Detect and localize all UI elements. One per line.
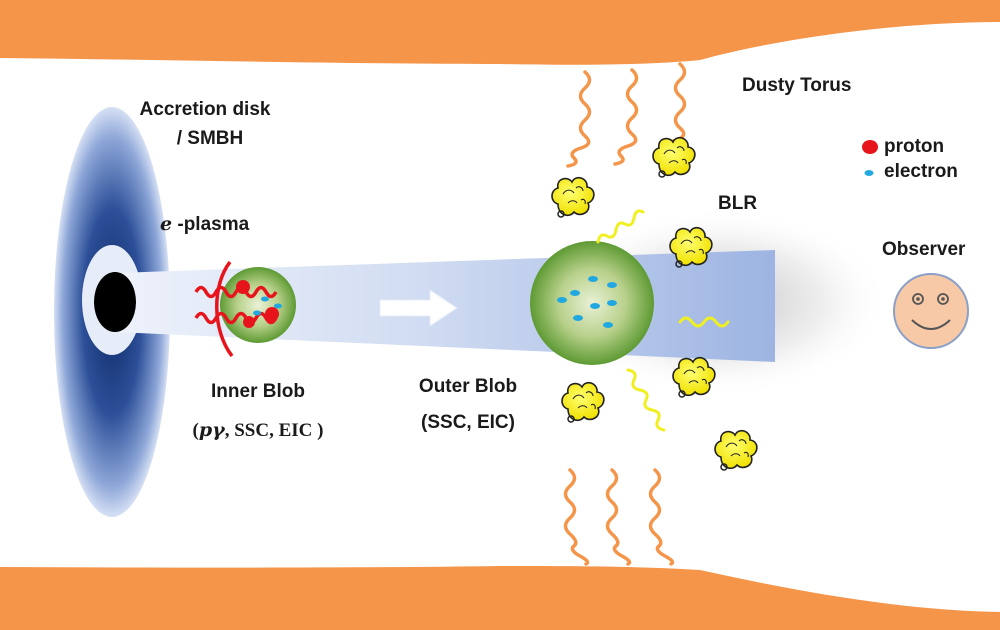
blr-label: BLR xyxy=(718,193,758,214)
legend-proton-label: proton xyxy=(884,136,945,157)
cloud-icon xyxy=(714,429,758,471)
outer-blob-electrons xyxy=(557,276,617,328)
outer-blob-label: Outer Blob xyxy=(418,376,518,397)
accretion-disk-label: Accretion disk xyxy=(139,99,271,120)
torus-ir-waves-bottom xyxy=(563,468,675,566)
inner-open-paren: ( xyxy=(192,420,199,441)
cloud-icon xyxy=(551,176,595,218)
cloud-icon xyxy=(561,381,605,423)
smbh-label: / SMBH xyxy=(176,128,244,149)
inner-blob-photon-waves xyxy=(194,260,278,358)
inner-pgamma: pγ xyxy=(198,419,225,441)
inner-blob xyxy=(220,267,296,343)
wavy-photon-icon xyxy=(596,209,730,432)
dusty-torus-label: Dusty Torus xyxy=(742,75,852,96)
inner-blob-particles xyxy=(236,280,282,328)
smiley-face-icon xyxy=(893,273,969,349)
legend-electron-label: electron xyxy=(884,161,958,182)
outer-blob xyxy=(530,241,654,365)
black-hole-icon xyxy=(94,272,136,332)
electron-legend-marker xyxy=(864,170,874,176)
arrow-right-icon xyxy=(379,289,458,327)
inner-blob-label: Inner Blob xyxy=(211,381,305,402)
observer-label: Observer xyxy=(882,239,966,260)
inner-process-list: , SSC, EIC ) xyxy=(224,420,324,441)
proton-legend-marker xyxy=(862,140,878,154)
torus-bottom xyxy=(0,566,1000,630)
inner-blob-processes: (pγ, SSC, EIC ) xyxy=(192,419,324,441)
outer-blob-processes: (SSC, EIC) xyxy=(421,412,515,433)
cloud-icon xyxy=(652,136,696,178)
plasma-symbol: e xyxy=(160,213,173,235)
e-plasma-label: e -plasma xyxy=(160,213,250,235)
plasma-text: -plasma xyxy=(177,214,250,235)
torus-top xyxy=(0,0,1000,65)
